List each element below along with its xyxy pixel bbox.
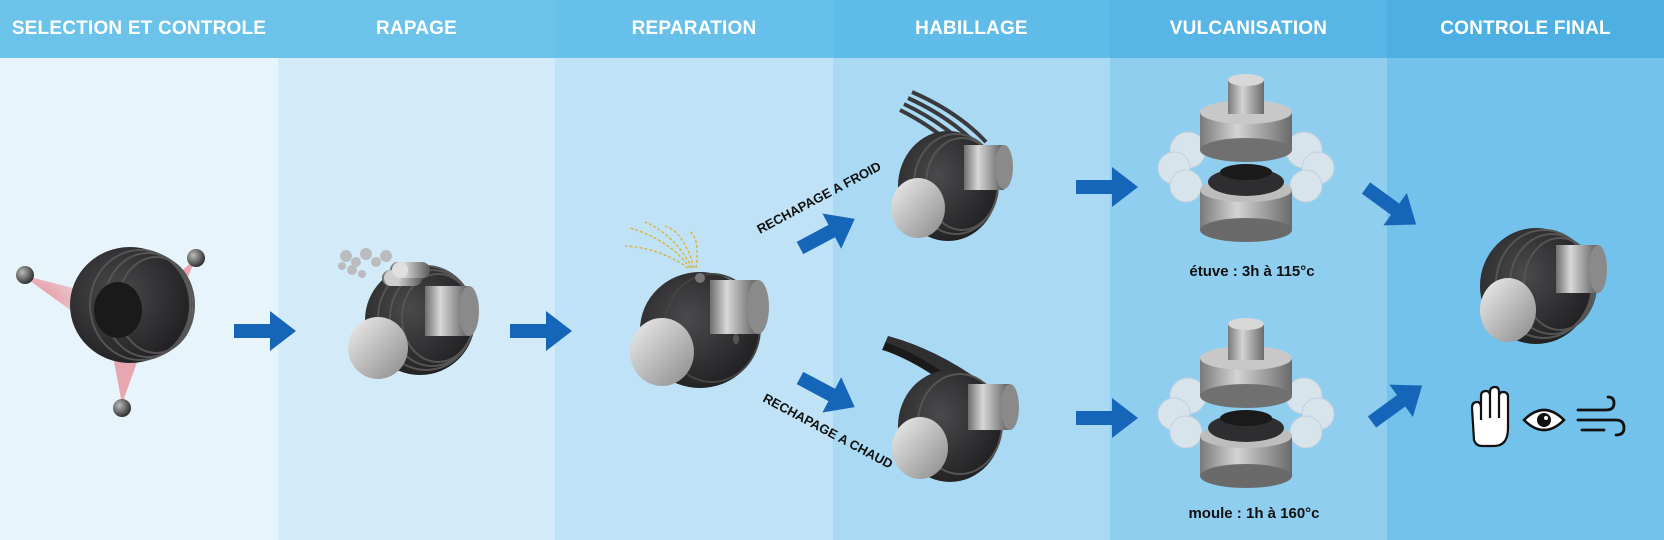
oven-duration-label: étuve : 3h à 115°c (1189, 263, 1314, 280)
habillage-hot-illustration (882, 336, 1019, 482)
arrow-right-icon (1076, 398, 1138, 438)
step-title: VULCANISATION (1110, 0, 1387, 58)
selection-illustration (16, 247, 205, 417)
steam-icon (1157, 131, 1335, 203)
wind-icon (1576, 395, 1626, 437)
sensor-ball-icon (113, 399, 131, 417)
step-title: REPARATION (555, 0, 833, 58)
step-column: REPARATION (555, 0, 833, 540)
reparation-illustration (624, 221, 769, 388)
step-title: HABILLAGE (833, 0, 1110, 58)
hand-icon (1470, 385, 1510, 448)
step-title: SELECTION ET CONTROLE (0, 0, 278, 58)
flow-arrows (234, 167, 1423, 438)
arrow-up-right-icon (1367, 384, 1423, 428)
arrow-right-icon (1076, 167, 1138, 207)
steam-icon (1157, 377, 1335, 449)
tire-icon (70, 247, 195, 363)
arrow-right-icon (510, 311, 572, 351)
arrow-down-right-icon (1361, 182, 1417, 226)
sparks-icon (624, 221, 698, 269)
arrow-up-right-icon (796, 213, 855, 255)
arrow-down-right-icon (796, 371, 855, 413)
rapage-illustration (338, 248, 479, 379)
sensor-ball-icon (16, 266, 34, 284)
arrow-right-icon (234, 311, 296, 351)
step-title: CONTROLE FINAL (1387, 0, 1664, 58)
step-title: RAPAGE (278, 0, 555, 58)
wheel-hub-icon (348, 265, 479, 379)
final-tire-illustration (1480, 228, 1607, 344)
sensor-ball-icon (187, 249, 205, 267)
step-column: SELECTION ET CONTROLE (0, 0, 278, 540)
oven-press-illustration (1157, 74, 1335, 242)
branch-label-cold: RECHAPAGE A FROID (754, 159, 883, 237)
eye-icon (1522, 408, 1566, 432)
mold-duration-label: moule : 1h à 160°c (1188, 505, 1319, 522)
habillage-cold-illustration (891, 90, 1013, 241)
mold-press-illustration (1157, 318, 1335, 488)
wheel-hub-icon (630, 272, 769, 388)
grinder-rollers-icon (382, 262, 430, 286)
